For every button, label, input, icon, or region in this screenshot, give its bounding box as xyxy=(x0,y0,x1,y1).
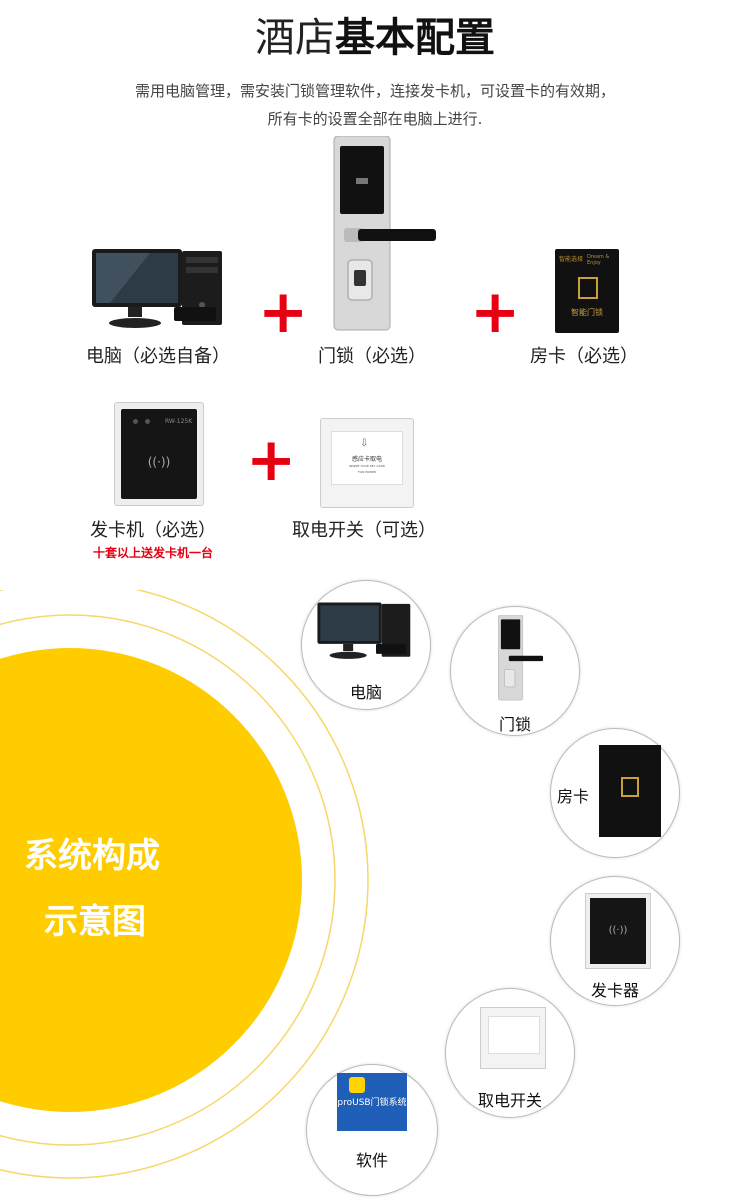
door-icon xyxy=(578,277,598,299)
card-reader-icon: ((·)) xyxy=(585,893,651,969)
switch-en: INSERT YOUR KEY CARD xyxy=(348,464,386,468)
card-brand: 智能门锁 xyxy=(571,308,603,317)
node-door-lock: 门锁 xyxy=(450,606,580,736)
node-power-switch: 取电开关 xyxy=(445,988,575,1118)
arrow-down-icon: ⇩ xyxy=(360,438,369,449)
card-text-right: Dream & Enjoy xyxy=(587,254,610,266)
node-power-switch-label: 取电开关 xyxy=(477,1091,542,1110)
rfid-icon: ((·)) xyxy=(147,455,171,469)
software-icon: proUSB门锁系统 xyxy=(337,1073,407,1131)
room-card-label: 房卡（必选） xyxy=(530,346,638,367)
door-lock-image xyxy=(333,136,436,331)
promo-note: 十套以上送发卡机一台 xyxy=(93,546,214,560)
node-computer-label: 电脑 xyxy=(349,683,382,702)
node-door-lock-label: 门锁 xyxy=(498,715,531,734)
power-switch-icon xyxy=(480,1007,546,1069)
node-computer: 电脑 xyxy=(301,580,431,710)
switch-cn: 感应卡取电 xyxy=(351,456,382,463)
plus-icon: + xyxy=(470,277,521,347)
switch-en2: FOR POWER xyxy=(357,470,377,474)
computer-image xyxy=(92,249,222,328)
node-card-reader-label: 发卡器 xyxy=(590,981,639,1000)
system-diagram-rings xyxy=(0,590,369,1179)
room-card-image: 智能选择 Dream & Enjoy 智能门锁 xyxy=(555,249,619,333)
key-icon xyxy=(349,1077,365,1093)
power-switch-image: ⇩ 感应卡取电 INSERT YOUR KEY CARD FOR POWER xyxy=(320,418,414,508)
node-room-card-label: 房卡 xyxy=(557,787,590,806)
description-line-1: 需用电脑管理，需安装门锁管理软件，连接发卡机，可设置卡的有效期， xyxy=(134,82,615,100)
system-title-line2: 示意图 xyxy=(44,902,146,942)
node-room-card: 房卡 xyxy=(550,728,680,858)
node-software: proUSB门锁系统 软件 xyxy=(306,1064,438,1196)
plus-icon: + xyxy=(258,277,309,347)
power-switch-label: 取电开关（可选） xyxy=(292,520,436,541)
card-text-left: 智能选择 xyxy=(559,256,584,263)
system-title-line1: 系统构成 xyxy=(24,836,160,876)
title-bold: 基本配置 xyxy=(335,15,495,61)
plus-icon: + xyxy=(246,425,297,495)
node-software-label: 软件 xyxy=(355,1151,388,1170)
computer-icon xyxy=(317,602,411,659)
node-card-reader: ((·)) 发卡器 xyxy=(550,876,680,1006)
page-title: 酒店基本配置 xyxy=(0,8,750,68)
room-card-icon xyxy=(599,745,661,837)
card-reader-image: RW-125K ((·)) xyxy=(114,402,204,506)
card-reader-label: 发卡机（必选） xyxy=(90,520,216,541)
title-light: 酒店 xyxy=(255,15,335,61)
reader-model: RW-125K xyxy=(165,418,193,425)
software-app-name: proUSB门锁系统 xyxy=(337,1098,407,1108)
door-lock-label: 门锁（必选） xyxy=(318,346,426,367)
door-lock-icon xyxy=(498,615,544,701)
description-line-2: 所有卡的设置全部在电脑上进行. xyxy=(267,110,483,128)
computer-label: 电脑（必选自备） xyxy=(86,346,230,367)
